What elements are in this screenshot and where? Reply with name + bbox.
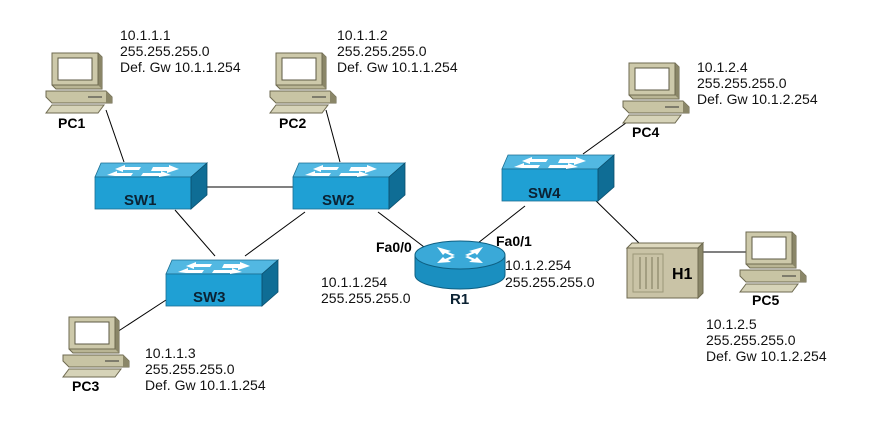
sw2-label: SW2: [322, 192, 355, 209]
link-sw4-h1: [590, 195, 641, 245]
link-sw2-sw3: [244, 211, 306, 257]
link-sw2-r1: [377, 211, 429, 251]
pc2-mask: 255.255.255.0: [337, 43, 427, 59]
pc5-computer-icon: [739, 231, 807, 293]
pc4[interactable]: PC4 10.1.2.4 255.255.255.0 Def. Gw 10.1.…: [622, 59, 818, 140]
link-r1-sw4: [477, 205, 526, 244]
pc2-computer-icon: [269, 52, 337, 114]
pc4-computer-icon: [622, 62, 690, 124]
pc5-ip: 10.1.2.5: [706, 316, 757, 332]
pc4-label: PC4: [632, 124, 659, 140]
r1-fa00-mask: 255.255.255.0: [321, 290, 411, 306]
pc5-gateway: Def. Gw 10.1.2.254: [706, 348, 827, 364]
r1-fa00-ip: 10.1.1.254: [321, 274, 387, 290]
r1-fa00-name: Fa0/0: [376, 239, 412, 255]
pc1[interactable]: PC1 10.1.1.1 255.255.255.0 Def. Gw 10.1.…: [45, 27, 241, 131]
pc3-computer-icon: [62, 316, 130, 378]
pc4-gateway: Def. Gw 10.1.2.254: [697, 91, 818, 107]
pc3[interactable]: PC3 10.1.1.3 255.255.255.0 Def. Gw 10.1.…: [62, 316, 266, 394]
sw3[interactable]: SW3: [165, 259, 279, 307]
h1-label: H1: [672, 266, 693, 283]
pc1-ip: 10.1.1.1: [120, 27, 171, 43]
pc3-ip: 10.1.1.3: [145, 345, 196, 361]
link-pc2-sw2: [325, 109, 341, 163]
link-sw1-sw3: [174, 209, 216, 257]
r1-router-icon: [414, 240, 506, 290]
pc2-label: PC2: [279, 115, 306, 131]
pc4-ip: 10.1.2.4: [697, 59, 748, 75]
sw4-label: SW4: [528, 185, 561, 202]
pc1-mask: 255.255.255.0: [120, 43, 210, 59]
r1-fa01-mask: 255.255.255.0: [505, 274, 595, 290]
pc1-gateway: Def. Gw 10.1.1.254: [120, 59, 241, 75]
sw2[interactable]: SW2: [292, 162, 406, 210]
r1-fa01-ip: 10.1.2.254: [505, 257, 571, 273]
r1-label: R1: [450, 291, 469, 308]
r1-fa01-name: Fa0/1: [496, 233, 532, 249]
pc2-ip: 10.1.1.2: [337, 27, 388, 43]
link-sw4-pc4: [582, 119, 631, 155]
sw4[interactable]: SW4: [501, 154, 615, 202]
pc5[interactable]: PC5 10.1.2.5 255.255.255.0 Def. Gw 10.1.…: [706, 231, 827, 364]
pc3-label: PC3: [72, 378, 99, 394]
pc2[interactable]: PC2 10.1.1.2 255.255.255.0 Def. Gw 10.1.…: [269, 27, 458, 131]
pc4-mask: 255.255.255.0: [697, 75, 787, 91]
pc3-mask: 255.255.255.0: [145, 361, 235, 377]
link-pc1-sw1: [105, 109, 125, 163]
pc1-label: PC1: [58, 115, 85, 131]
pc5-label: PC5: [752, 292, 779, 308]
links: [105, 109, 748, 333]
sw3-label: SW3: [193, 289, 226, 306]
link-pc3-sw3: [116, 299, 167, 333]
r1[interactable]: R1 Fa0/0 10.1.1.254 255.255.255.0 Fa0/1 …: [321, 233, 595, 308]
pc2-gateway: Def. Gw 10.1.1.254: [337, 59, 458, 75]
h1[interactable]: H1: [625, 241, 705, 300]
pc5-mask: 255.255.255.0: [706, 332, 796, 348]
pc1-computer-icon: [45, 52, 113, 114]
sw1[interactable]: SW1: [94, 162, 208, 210]
pc3-gateway: Def. Gw 10.1.1.254: [145, 377, 266, 393]
h1-hub-icon: [625, 241, 705, 300]
sw1-label: SW1: [124, 192, 157, 209]
